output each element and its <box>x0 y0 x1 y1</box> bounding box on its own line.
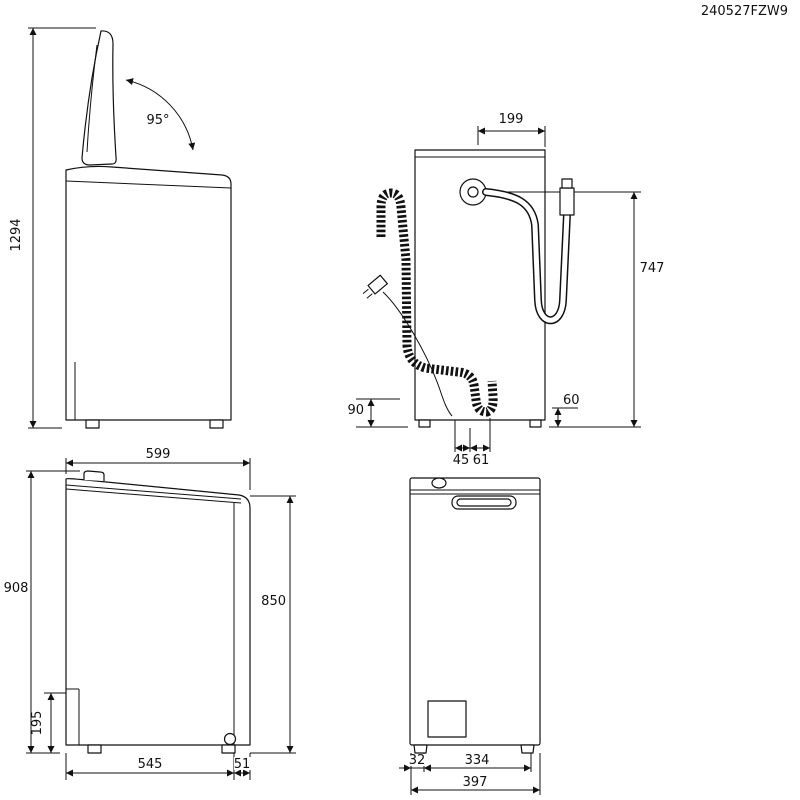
hose-clearance-label: 60 <box>563 393 580 408</box>
top-offset-label: 199 <box>499 112 524 127</box>
dim-total-height-closed: 908 <box>4 470 80 754</box>
foot-right <box>520 744 535 754</box>
lid-angle-label: 95° <box>146 113 169 128</box>
dim-top-offset: 199 <box>477 112 546 147</box>
total-height-closed-label: 908 <box>4 581 29 596</box>
dim-body-height: 850 <box>250 495 296 754</box>
dim-base-depth: 545 51 <box>65 753 251 780</box>
lid-line-2 <box>65 488 242 504</box>
drain-offset-a-label: 45 <box>453 453 470 468</box>
body-height-label: 850 <box>261 594 286 609</box>
lid-inner-line <box>86 44 98 153</box>
drain-offset-b-label: 61 <box>473 453 490 468</box>
drain-height-label: 90 <box>347 403 364 418</box>
foot-left <box>413 744 428 754</box>
lid-handle <box>83 470 105 481</box>
lid-line-1 <box>65 484 242 500</box>
inlet-hose-cap <box>561 178 573 189</box>
filter-door <box>427 700 467 738</box>
inlet-valve-inner <box>467 186 479 198</box>
base-depth-label: 545 <box>138 757 163 772</box>
dim-drain-height: 90 <box>347 398 408 428</box>
dim-drain-offsets: 45 61 <box>453 418 491 468</box>
dim-hose-clearance: 60 <box>552 393 580 428</box>
document-code: 240527FZW9 <box>701 4 788 19</box>
total-height-open-label: 1294 <box>9 218 24 251</box>
view-front: 32 334 397 <box>399 477 541 795</box>
foot-rear <box>209 419 224 429</box>
total-width-label: 397 <box>463 775 488 790</box>
dim-lid-angle: 95° <box>125 78 196 151</box>
foot-rear <box>221 744 236 754</box>
plug-body <box>367 274 388 295</box>
view-rear: 747 199 90 <box>347 112 664 468</box>
foot-front <box>87 744 102 754</box>
power-cord <box>382 291 453 417</box>
plug-prong <box>366 293 373 299</box>
foot-right <box>529 419 542 428</box>
lid-knob <box>431 477 447 489</box>
view-side-closed: 599 908 850 195 545 51 <box>4 447 296 780</box>
view-side-lid-open: 95° 1294 <box>9 27 232 429</box>
machine-body-side-closed <box>65 478 251 746</box>
foot-left <box>418 419 431 428</box>
dim-total-height-open: 1294 <box>9 27 96 429</box>
hose-height-label: 747 <box>640 261 665 276</box>
top-depth-label: 599 <box>146 447 171 462</box>
handle-grip <box>456 498 512 507</box>
power-plug <box>362 274 388 299</box>
dim-front-widths: 32 334 397 <box>399 753 541 795</box>
dim-plinth-height: 195 <box>30 692 66 753</box>
machine-body-front <box>409 477 541 746</box>
plinth-height-label: 195 <box>30 711 45 736</box>
body-rim-line <box>65 180 232 189</box>
rear-wheel <box>223 732 237 746</box>
plug-prong <box>362 288 369 295</box>
drain-hose <box>376 188 498 417</box>
inlet-hose-fill <box>483 189 570 323</box>
inlet-hose-connector <box>559 187 575 216</box>
open-lid <box>81 30 117 166</box>
rear-offset-label: 51 <box>234 757 251 772</box>
foot-inset-label: 32 <box>409 753 426 768</box>
label-mask <box>409 754 426 766</box>
label-mask <box>234 757 251 770</box>
feet-spacing-label: 334 <box>465 753 490 768</box>
foot-front <box>85 419 100 429</box>
machine-body-side <box>65 165 232 421</box>
angle-arc <box>125 78 196 151</box>
